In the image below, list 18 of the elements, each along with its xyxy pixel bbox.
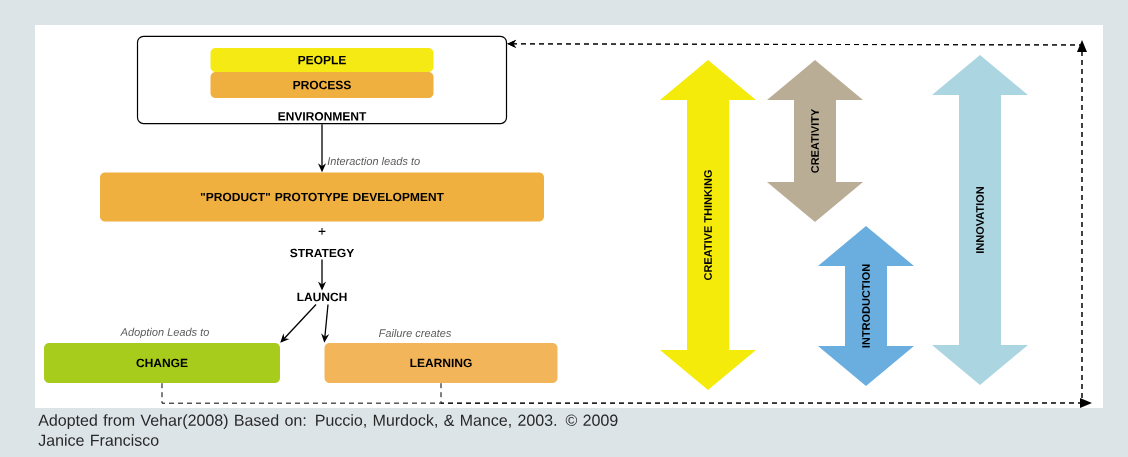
- range-band: CREATIVE THINKING: [660, 60, 756, 390]
- process-box: CHANGE: [44, 343, 280, 383]
- arrow: [280, 303, 317, 343]
- step-label: LAUNCH: [297, 292, 347, 302]
- process-box: PROCESS: [210, 72, 434, 98]
- process-box: LEARNING: [324, 343, 558, 383]
- range-band: INTRODUCTION: [818, 226, 914, 386]
- annotation-text: Interaction leads to: [327, 156, 420, 166]
- process-box: PEOPLE: [210, 48, 434, 72]
- range-band: CREATIVITY: [767, 60, 863, 222]
- feedback-arrow: [161, 40, 1092, 408]
- caption: Adopted from Vehar(2008) Based on: Puccio, Murdock, & Mance, 2003. © 2009 Janice Francisco: [38, 414, 618, 446]
- process-box: "PRODUCT" PROTOTYPE DEVELOPMENT: [100, 172, 544, 222]
- range-band: INNOVATION: [932, 55, 1028, 385]
- step-label: STRATEGY: [290, 248, 355, 258]
- plus-sign: +: [318, 227, 326, 235]
- annotation-text: Failure creates: [379, 328, 452, 338]
- annotation-text: Adoption Leads to: [120, 327, 209, 339]
